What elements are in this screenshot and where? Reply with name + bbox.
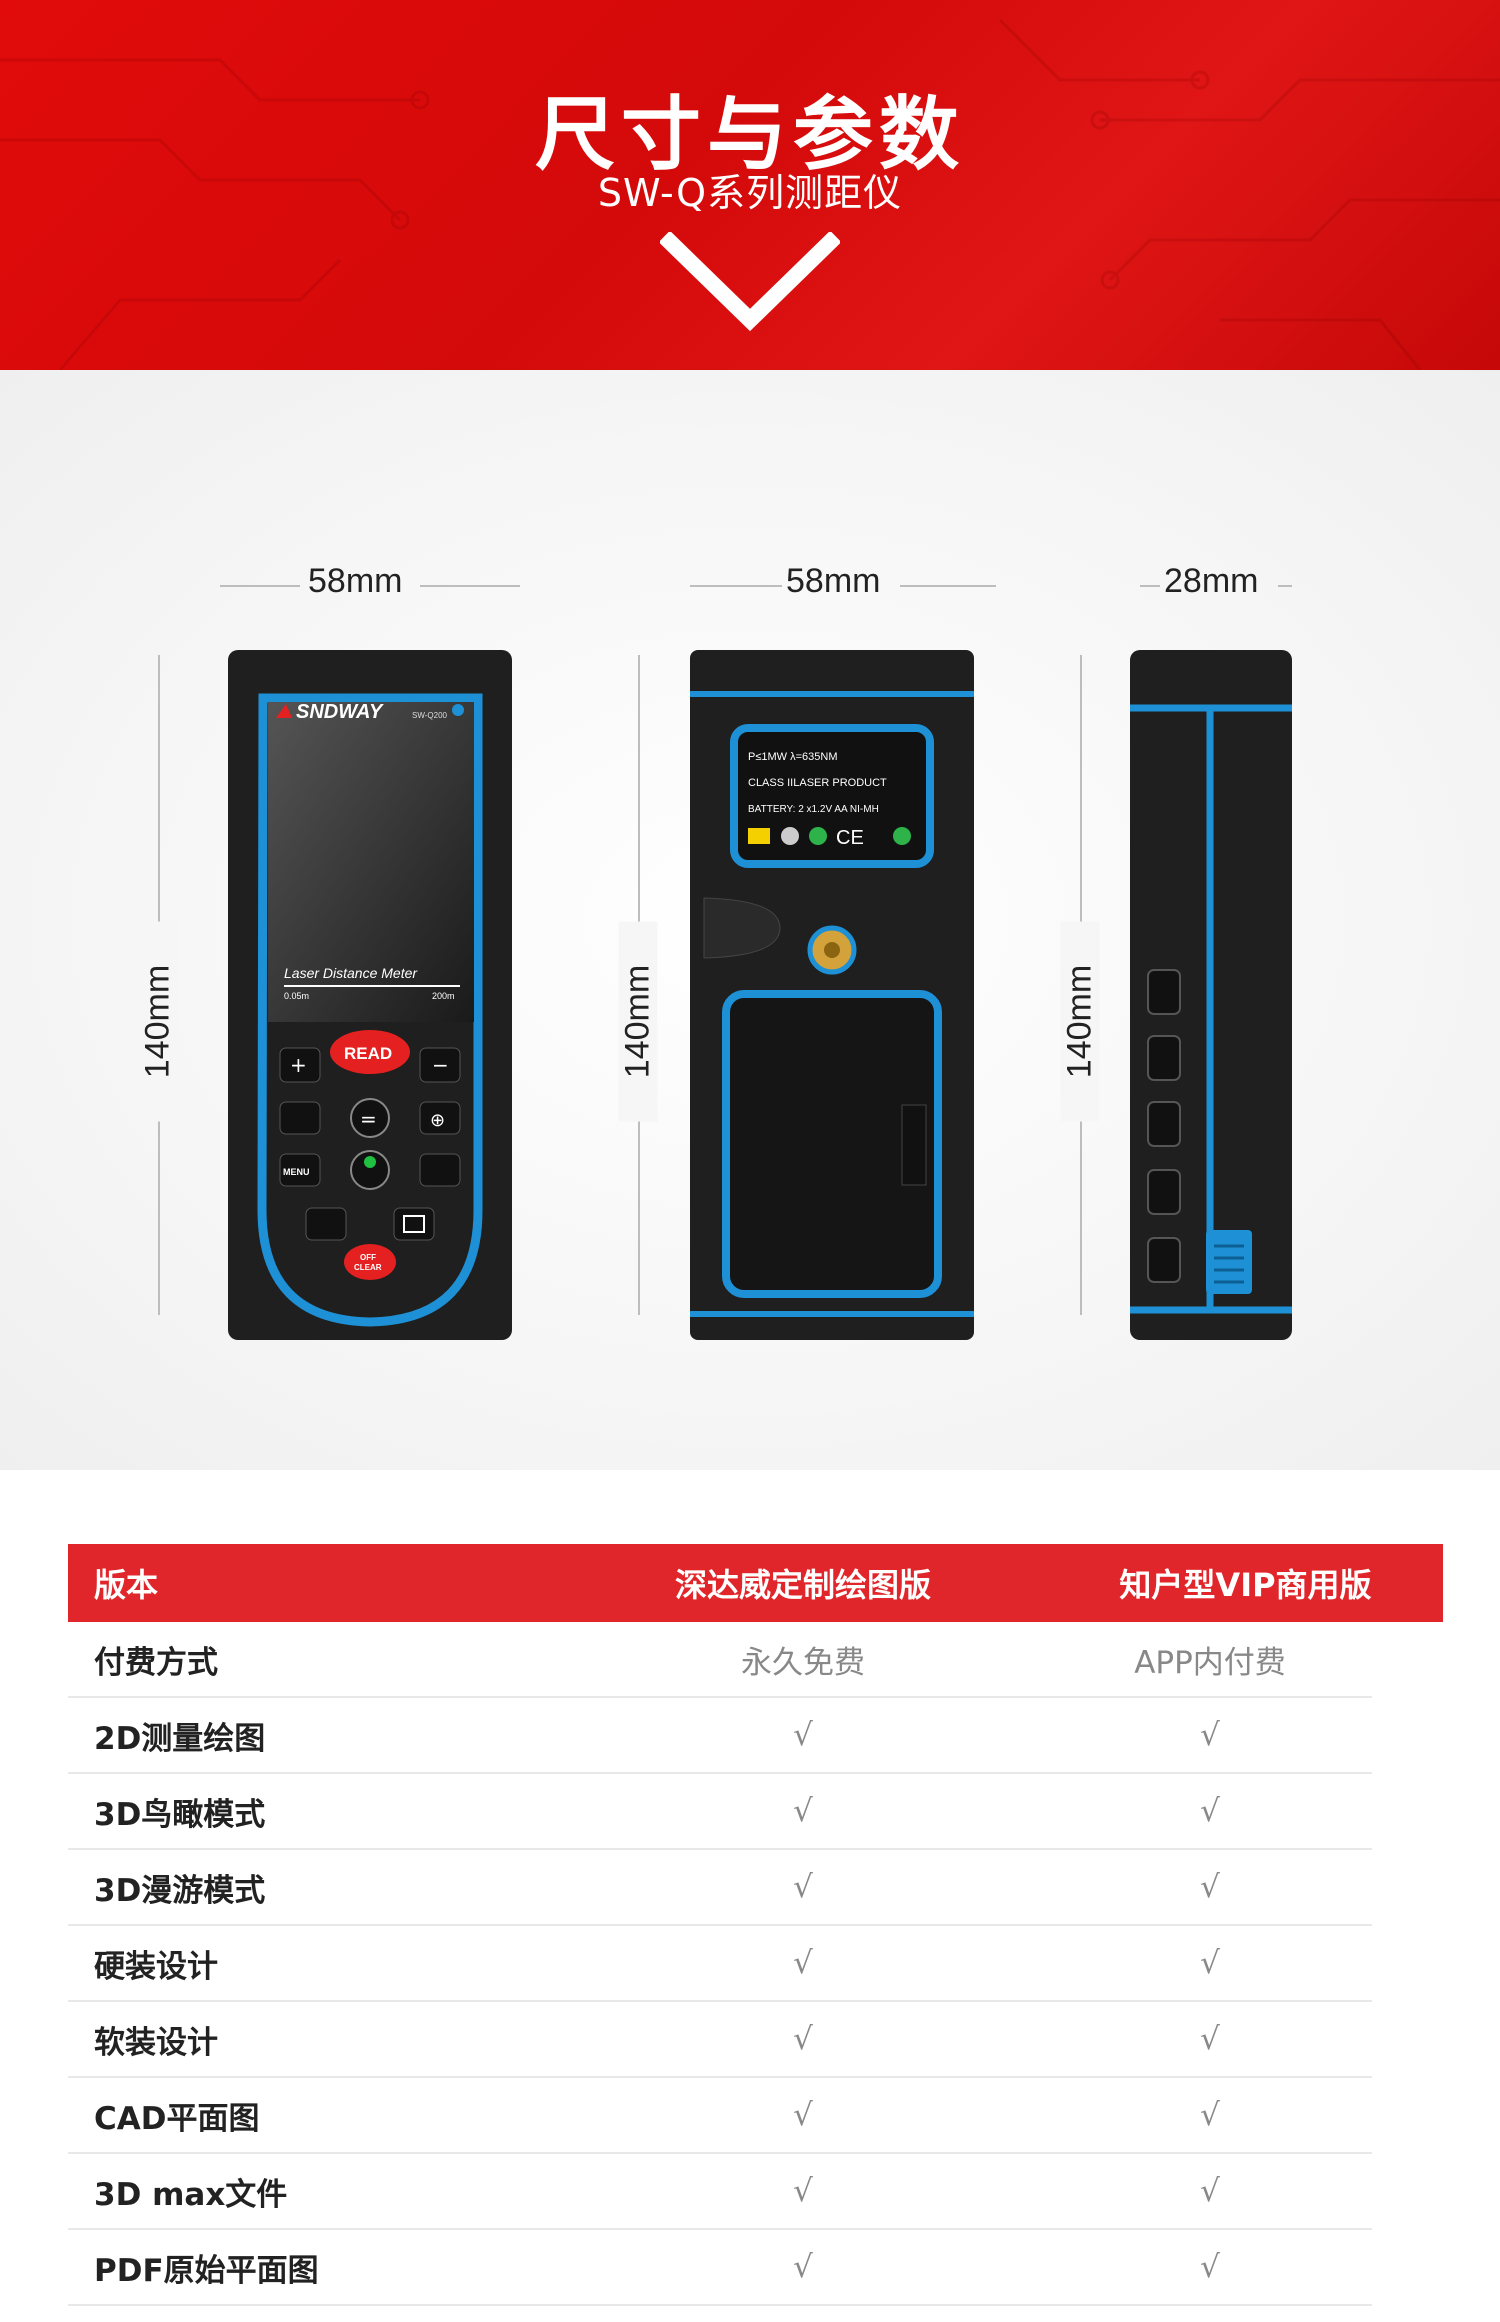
back-height-label: 140mm: [618, 921, 658, 1122]
back-width-line-left: [690, 585, 782, 587]
feature-name: 2D测量绘图: [94, 1720, 266, 1757]
back-width-label: 58mm: [786, 562, 881, 600]
feature-name: 软装设计: [94, 2024, 218, 2061]
cell-value: 永久免费: [741, 1644, 865, 1681]
table-row: 3D鸟瞰模式 √ √: [68, 1774, 1372, 1850]
page-subtitle: SW-Q系列测距仪: [597, 171, 903, 215]
check-icon: √: [793, 2173, 813, 2209]
feature-name: CAD平面图: [94, 2100, 260, 2137]
table-header-version: 版本: [94, 1566, 159, 1604]
check-icon: √: [1200, 1869, 1220, 1905]
check-icon: √: [1200, 1717, 1220, 1753]
brand-text: SNDWAY: [296, 701, 384, 723]
side-height-label: 140mm: [1060, 921, 1100, 1122]
check-icon: √: [793, 2249, 813, 2285]
device-front-view: SNDWAY SW-Q200 Laser Distance Meter 0.05…: [228, 650, 512, 1340]
front-width-label: 58mm: [308, 562, 403, 600]
side-width-label: 28mm: [1164, 562, 1259, 600]
check-icon: √: [793, 2097, 813, 2133]
table-row: CAD平面图 √ √: [68, 2078, 1372, 2154]
svg-text:⊕: ⊕: [430, 1110, 445, 1131]
side-width-line-right: [1278, 585, 1292, 587]
chevron-down-icon: [660, 232, 840, 332]
device-back-view: P≤1MW λ=635NM CLASS IILASER PRODUCT BATT…: [690, 650, 974, 1340]
front-width-line-right: [420, 585, 520, 587]
back-width-line-right: [900, 585, 996, 587]
front-height-label: 140mm: [138, 921, 178, 1122]
check-icon: √: [793, 1793, 813, 1829]
range-max: 200m: [432, 991, 455, 1001]
ce-mark: CE: [836, 827, 864, 849]
back-label-line2: CLASS IILASER PRODUCT: [748, 777, 887, 789]
svg-text:=: =: [360, 1107, 377, 1131]
table-header-custom: 深达威定制绘图版: [674, 1566, 931, 1604]
table-row: 硬装设计 √ √: [68, 1926, 1372, 2002]
cell-value: APP内付费: [1134, 1644, 1286, 1681]
device-side-view: [1130, 650, 1292, 1340]
table-row: 付费方式 永久免费 APP内付费: [68, 1622, 1372, 1698]
check-icon: √: [1200, 2173, 1220, 2209]
check-icon: √: [1200, 2021, 1220, 2057]
comparison-table: 版本 深达威定制绘图版 知户型VIP商用版 付费方式 永久免费 APP内付费 2D测量…: [68, 1544, 1443, 2306]
read-button-label: READ: [344, 1044, 392, 1063]
svg-text:−: −: [432, 1053, 449, 1077]
check-icon: √: [1200, 2097, 1220, 2133]
table-row: PDF原始平面图 √ √: [68, 2230, 1372, 2306]
check-icon: √: [793, 2021, 813, 2057]
table-row: 软装设计 √ √: [68, 2002, 1372, 2078]
feature-name: 3D漫游模式: [94, 1872, 266, 1909]
circuit-pattern: [0, 18, 1500, 370]
table-header-vip: 知户型VIP商用版: [1119, 1566, 1372, 1604]
check-icon: √: [793, 1945, 813, 1981]
feature-name: 硬装设计: [94, 1948, 218, 1985]
off-button-label: OFF: [360, 1253, 376, 1262]
table-row: 2D测量绘图 √ √: [68, 1698, 1372, 1774]
side-width-line-left: [1140, 585, 1160, 587]
screen-title: Laser Distance Meter: [284, 965, 418, 981]
range-min: 0.05m: [284, 991, 309, 1001]
front-width-line-left: [220, 585, 300, 587]
table-row: 3D漫游模式 √ √: [68, 1850, 1372, 1926]
svg-text:+: +: [290, 1053, 307, 1077]
feature-name: PDF原始平面图: [94, 2252, 319, 2289]
table-row: 3D max文件 √ √: [68, 2154, 1372, 2230]
back-label-line3: BATTERY: 2 x1.2V AA NI-MH: [748, 804, 879, 815]
check-icon: √: [793, 1869, 813, 1905]
check-icon: √: [1200, 1945, 1220, 1981]
brand-logo-icon: [276, 704, 292, 718]
feature-name: 3D鸟瞰模式: [94, 1796, 266, 1833]
feature-name: 3D max文件: [94, 2176, 288, 2213]
device-showcase: 58mm 58mm 28mm 140mm 140mm 140mm SNDWAY …: [0, 370, 1500, 1470]
feature-name: 付费方式: [94, 1644, 218, 1681]
check-icon: √: [793, 1717, 813, 1753]
check-icon: √: [1200, 1793, 1220, 1829]
header-banner: 尺寸与参数 SW-Q系列测距仪: [0, 0, 1500, 370]
back-label-line1: P≤1MW λ=635NM: [748, 751, 837, 763]
table-header-row: 版本 深达威定制绘图版 知户型VIP商用版: [68, 1544, 1443, 1622]
check-icon: √: [1200, 2249, 1220, 2285]
page-title: 尺寸与参数: [535, 88, 965, 181]
clear-button-label: CLEAR: [354, 1263, 382, 1272]
menu-button-label: MENU: [283, 1167, 310, 1177]
model-text: SW-Q200: [412, 711, 448, 720]
